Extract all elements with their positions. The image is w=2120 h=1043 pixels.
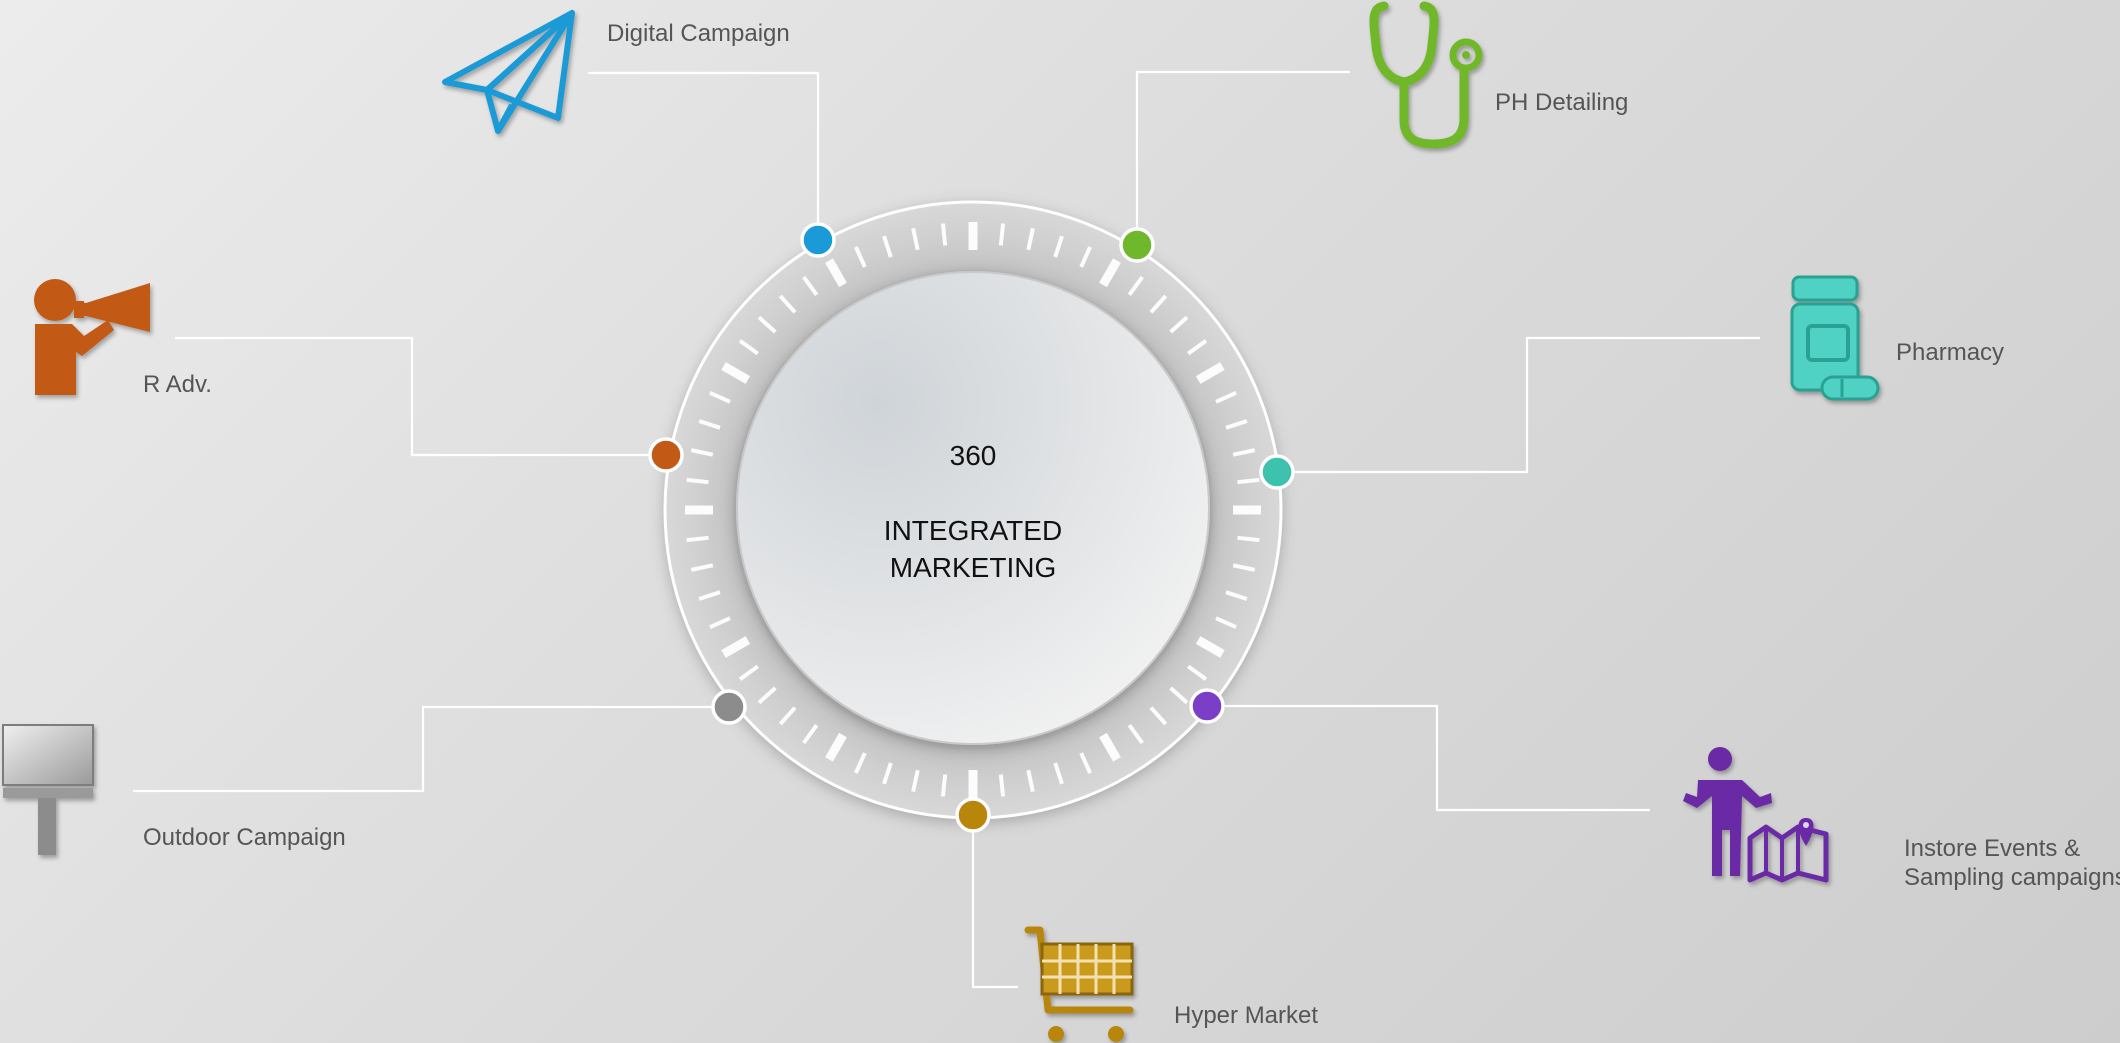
label-hyper-market: Hyper Market	[1174, 1002, 1318, 1029]
dial-tick	[778, 706, 797, 726]
medicine-bottle-icon	[1790, 275, 1880, 401]
dial-tick	[1099, 258, 1121, 288]
dial-tick	[1053, 235, 1064, 258]
node-dot-pharmacy	[1259, 454, 1295, 490]
dial-tick	[1215, 391, 1237, 404]
dial-tick	[940, 223, 948, 246]
connector-outdoor-campaign	[133, 705, 729, 793]
dial-tick	[854, 752, 867, 774]
label-pharmacy: Pharmacy	[1896, 339, 2004, 366]
dial-tick	[690, 563, 714, 572]
center-dial	[663, 200, 1283, 820]
megaphone-person-icon	[34, 279, 150, 395]
stethoscope-icon	[1369, 1, 1483, 149]
dial-tick	[825, 258, 847, 288]
connector-digital-campaign	[588, 71, 820, 240]
label-digital-campaign: Digital Campaign	[607, 20, 790, 47]
dial-tick	[825, 732, 847, 762]
dial-tick	[1053, 762, 1064, 785]
dial-tick	[911, 769, 920, 793]
dial-tick	[738, 339, 759, 356]
dial-tick	[911, 227, 920, 251]
dial-tick	[1149, 294, 1168, 314]
dial-tick	[882, 235, 893, 258]
dial-tick	[1187, 339, 1208, 356]
dial-tick	[940, 774, 948, 797]
dial-tick	[1149, 706, 1168, 726]
dial-tick	[1169, 315, 1189, 334]
node-dot-r-adv	[648, 437, 684, 473]
dial-tick	[1026, 227, 1035, 251]
dial-tick	[690, 448, 714, 457]
dial-tick	[698, 419, 721, 430]
label-instore-events-line2: Sampling campaigns	[1904, 864, 2120, 891]
paper-plane-icon	[442, 10, 575, 134]
dial-tick	[882, 762, 893, 785]
connector-r-adv	[175, 336, 666, 457]
dial-tick	[757, 686, 777, 705]
node-dots	[648, 222, 1295, 833]
billboard-icon	[2, 724, 94, 855]
dial-tick	[802, 724, 819, 745]
dial-tick	[1225, 590, 1248, 601]
dial-tick	[738, 664, 759, 681]
dial-tick	[998, 774, 1006, 797]
connector-instore-events	[1207, 704, 1650, 812]
dial-tick	[686, 535, 709, 543]
dial-tick	[721, 636, 751, 658]
dial-tick	[698, 590, 721, 601]
label-r-adv: R Adv.	[143, 371, 212, 398]
connector-lines	[133, 70, 1760, 989]
dial-tick	[1195, 636, 1225, 658]
node-dot-hyper-market	[955, 797, 991, 833]
dial-tick	[1187, 664, 1208, 681]
dial-tick	[802, 275, 819, 296]
dial-tick	[998, 223, 1006, 246]
dial-tick	[757, 315, 777, 334]
center-title-line1: INTEGRATED	[884, 515, 1062, 546]
node-dot-digital-campaign	[800, 222, 836, 258]
dial-tick	[1225, 419, 1248, 430]
dial-tick	[1232, 563, 1256, 572]
dial-tick	[1237, 477, 1260, 485]
dial-tick	[709, 616, 731, 629]
label-ph-detailing: PH Detailing	[1495, 89, 1628, 116]
dial-tick	[1232, 448, 1256, 457]
dial-tick	[1099, 732, 1121, 762]
dial-tick	[778, 294, 797, 314]
dial-tick	[854, 246, 867, 268]
connector-hyper-market	[971, 815, 1018, 989]
dial-tick	[1079, 752, 1092, 774]
dial-tick	[1127, 275, 1144, 296]
shopping-cart-icon	[1024, 926, 1134, 1042]
dial-tick	[1079, 246, 1092, 268]
dial-tick	[1237, 535, 1260, 543]
dial-tick	[1215, 616, 1237, 629]
dial-tick	[1169, 686, 1189, 705]
center-title-line2: MARKETING	[890, 552, 1056, 583]
center-disc	[736, 271, 1210, 745]
node-dot-outdoor-campaign	[711, 689, 747, 725]
dial-tick	[686, 477, 709, 485]
node-dot-ph-detailing	[1119, 227, 1155, 263]
dial-tick	[1026, 769, 1035, 793]
label-instore-events-line1: Instore Events &	[1904, 835, 2080, 862]
dial-tick	[709, 391, 731, 404]
connector-pharmacy	[1277, 336, 1760, 474]
center-number: 360	[950, 440, 997, 471]
dial-ticks	[685, 222, 1261, 798]
node-dot-instore-events	[1189, 688, 1225, 724]
dial-tick	[1127, 724, 1144, 745]
dial-tick	[721, 362, 751, 384]
label-outdoor-campaign: Outdoor Campaign	[143, 824, 346, 851]
person-map-icon	[1683, 747, 1829, 883]
dial-tick	[1195, 362, 1225, 384]
connector-ph-detailing	[1135, 70, 1350, 245]
